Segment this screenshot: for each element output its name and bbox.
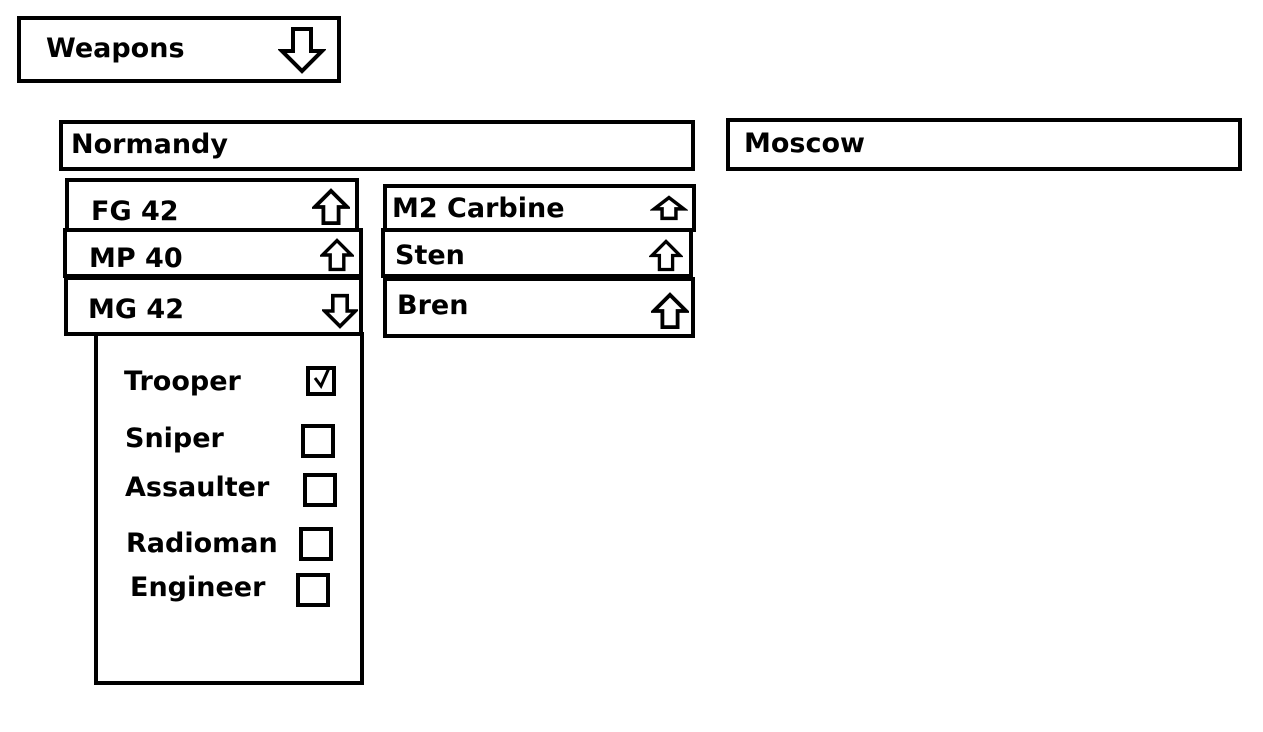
weapon-item-label: Bren: [397, 290, 469, 321]
arrow-down-icon[interactable]: [322, 292, 358, 330]
arrow-up-icon[interactable]: [649, 239, 683, 272]
class-checkbox-radioman[interactable]: [299, 527, 333, 561]
weapon-item-label: M2 Carbine: [392, 193, 565, 224]
weapon-item-mg42[interactable]: MG 42: [64, 276, 363, 336]
class-checkbox-engineer[interactable]: [296, 573, 330, 607]
checkmark-icon: [313, 367, 331, 389]
class-checkbox-sniper[interactable]: [301, 424, 335, 458]
arrow-down-icon[interactable]: [278, 25, 326, 75]
weapon-item-mp40[interactable]: MP 40: [63, 228, 363, 278]
arrow-up-icon[interactable]: [651, 291, 689, 331]
weapon-item-label: FG 42: [91, 196, 179, 227]
weapon-item-fg42[interactable]: FG 42: [65, 178, 359, 232]
class-label-sniper: Sniper: [125, 423, 224, 454]
class-checkbox-assaulter[interactable]: [303, 473, 337, 507]
class-label-trooper: Trooper: [124, 366, 241, 397]
class-label-assaulter: Assaulter: [125, 472, 270, 503]
class-checkbox-trooper[interactable]: [306, 366, 336, 396]
class-list-panel: Trooper Sniper Assaulter Radioman Engine…: [94, 332, 364, 685]
class-label-engineer: Engineer: [130, 572, 266, 603]
weapons-dropdown[interactable]: Weapons: [17, 16, 341, 83]
weapon-item-m2-carbine[interactable]: M2 Carbine: [383, 184, 696, 232]
weapon-item-label: MP 40: [89, 243, 183, 274]
weapon-item-label: Sten: [395, 240, 465, 271]
map-header-normandy[interactable]: Normandy: [59, 120, 695, 171]
map-header-label: Normandy: [71, 129, 228, 160]
arrow-up-icon[interactable]: [312, 188, 350, 226]
map-header-label: Moscow: [744, 128, 865, 159]
weapon-item-bren[interactable]: Bren: [383, 277, 695, 338]
weapon-item-label: MG 42: [88, 294, 185, 325]
arrow-up-icon[interactable]: [320, 238, 354, 272]
weapons-dropdown-label: Weapons: [46, 33, 185, 64]
map-header-moscow[interactable]: Moscow: [726, 118, 1242, 171]
arrow-up-icon[interactable]: [650, 195, 688, 221]
weapon-item-sten[interactable]: Sten: [381, 228, 693, 278]
class-label-radioman: Radioman: [126, 528, 278, 559]
